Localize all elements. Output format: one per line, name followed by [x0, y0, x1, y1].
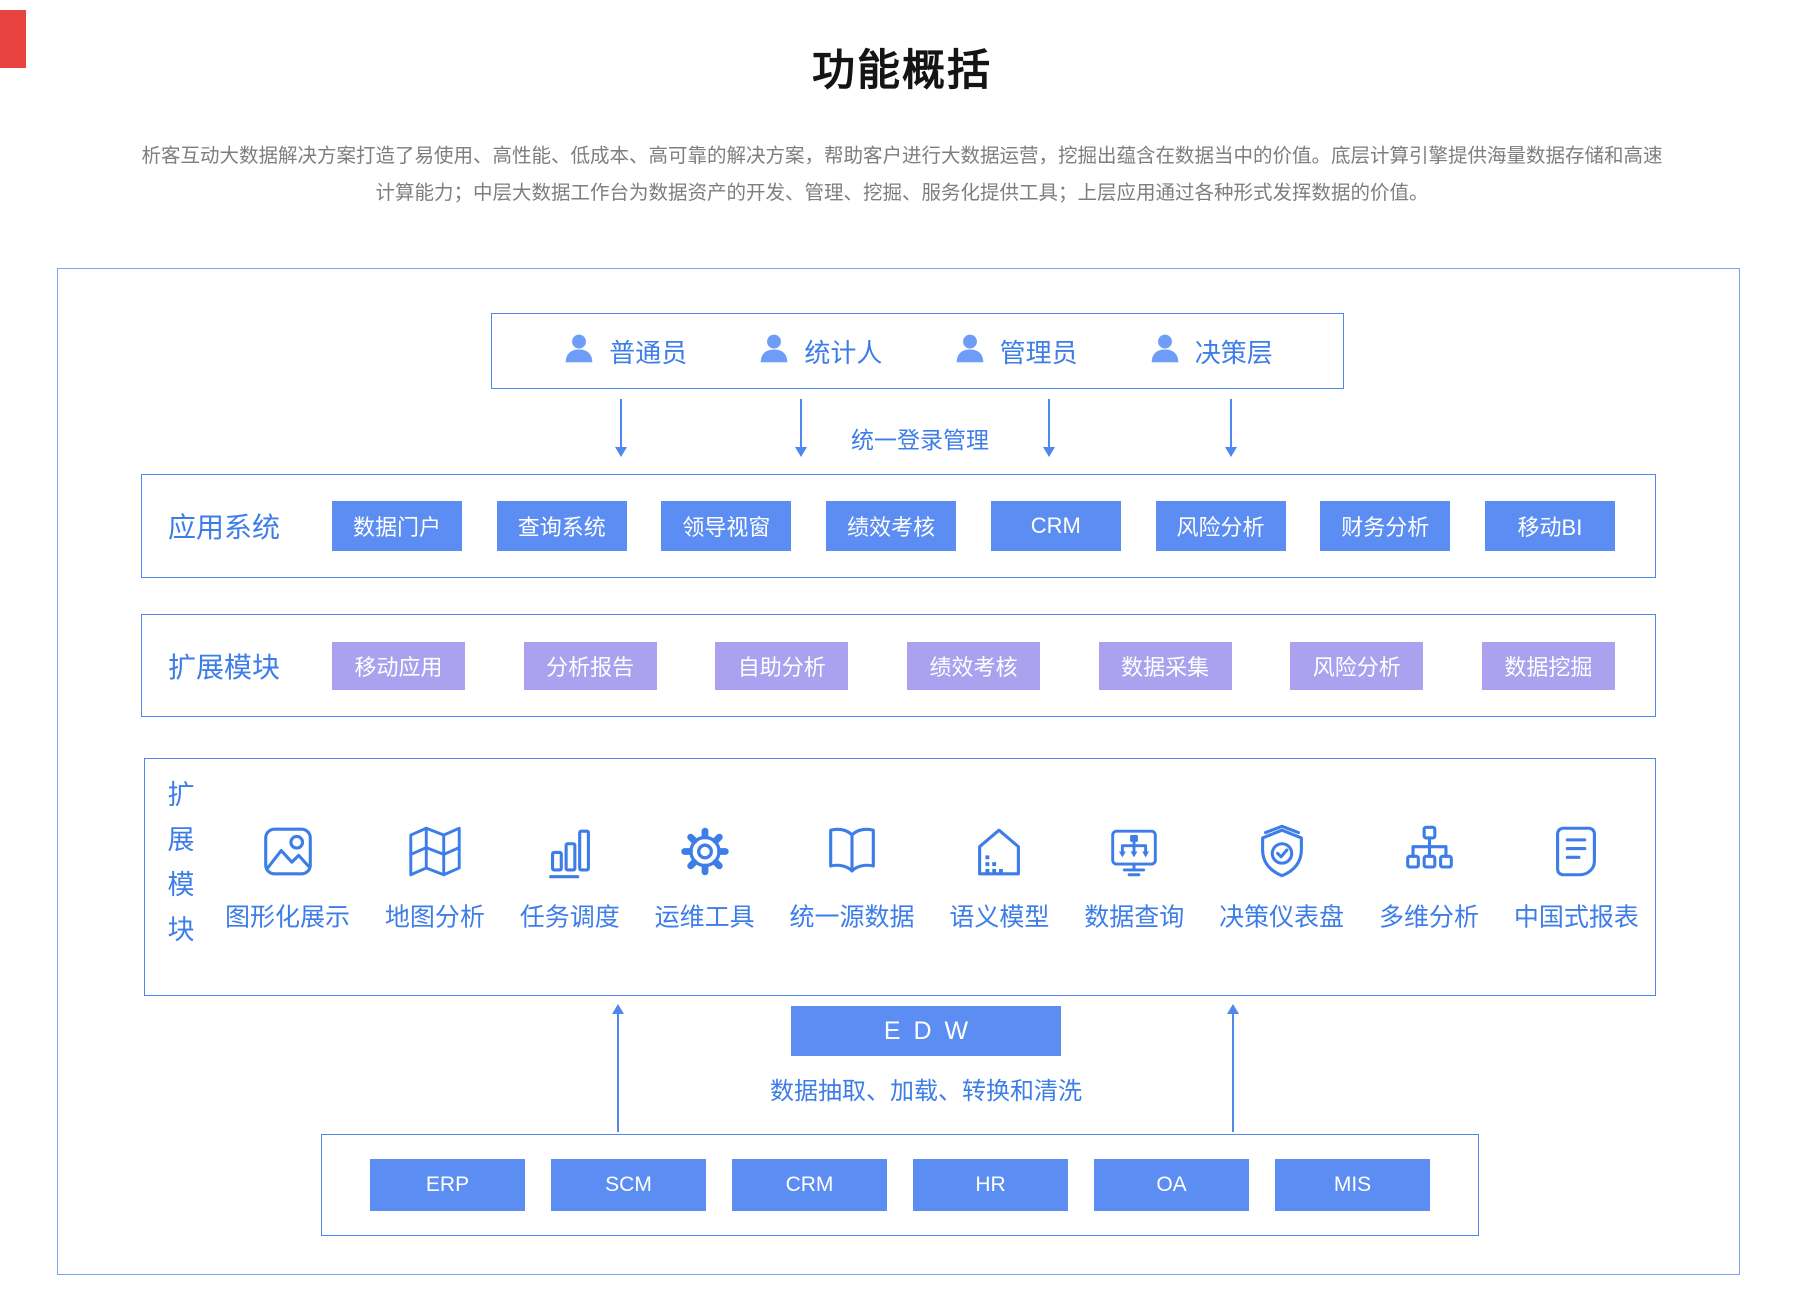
- down-arrow: [1043, 399, 1055, 457]
- chip-risk-analysis: 风险分析: [1290, 641, 1424, 690]
- chip-mis: MIS: [1275, 1159, 1430, 1211]
- image-icon: [257, 821, 319, 883]
- role-label: 管理员: [999, 337, 1078, 368]
- platform-item-data-query: 数据查询: [1084, 821, 1184, 934]
- platform-item-label: 决策仪表盘: [1219, 903, 1345, 932]
- platform-item-label: 任务调度: [519, 903, 620, 932]
- platform-item-graphic-display: 图形化展示: [225, 821, 350, 934]
- role-item-statistician: 统计人: [757, 332, 882, 371]
- platform-item-label: 地图分析: [384, 903, 485, 932]
- chip-risk-analysis: 风险分析: [1155, 501, 1286, 551]
- role-label: 统计人: [804, 337, 883, 368]
- platform-item-label: 中国式报表: [1513, 903, 1639, 932]
- shield-check-icon: [1251, 821, 1313, 883]
- chip-mobile-app: 移动应用: [332, 641, 465, 690]
- role-item-decision: 决策层: [1148, 332, 1273, 371]
- diagram-container: 普通员 统计人 管理员 决策层: [57, 268, 1740, 1275]
- chip-crm: CRM: [990, 501, 1121, 551]
- map-icon: [404, 821, 466, 883]
- user-icon: [1148, 332, 1182, 371]
- intro-line-2: 计算能力；中层大数据工作台为数据资产的开发、管理、挖掘、服务化提供工具；上层应用…: [375, 182, 1429, 204]
- down-arrow: [615, 399, 627, 457]
- left-edge-red-mark: [0, 10, 26, 68]
- chip-query-system: 查询系统: [496, 501, 627, 551]
- chip-data-portal: 数据门户: [332, 501, 462, 551]
- chip-erp: ERP: [370, 1159, 525, 1211]
- chip-performance: 绩效考核: [826, 501, 957, 551]
- platform-item-label: 运维工具: [654, 903, 755, 932]
- platform-item-label: 图形化展示: [225, 903, 351, 932]
- etl-label: 数据抽取、加载、转换和清洗: [770, 1078, 1082, 1105]
- platform-item-ops-tools: 运维工具: [655, 821, 755, 934]
- platform-item-multidim-analysis: 多维分析: [1379, 821, 1479, 934]
- platform-row: 扩展模块 图形化展示: [144, 758, 1656, 996]
- user-icon: [757, 332, 791, 371]
- source-systems-box: ERP SCM CRM HR OA MIS: [321, 1134, 1479, 1236]
- chip-data-collect: 数据采集: [1098, 641, 1232, 690]
- up-arrow: [1227, 1004, 1239, 1132]
- chip-performance: 绩效考核: [906, 641, 1040, 690]
- chip-crm: CRM: [732, 1159, 887, 1211]
- platform-items: 图形化展示 地图分析: [225, 821, 1639, 934]
- intro-paragraph: 析客互动大数据解决方案打造了易使用、高性能、低成本、高可靠的解决方案，帮助客户进…: [0, 138, 1804, 212]
- user-roles-box: 普通员 统计人 管理员 决策层: [491, 313, 1344, 389]
- role-label: 决策层: [1194, 337, 1273, 368]
- platform-row-label: 扩展模块: [167, 780, 195, 945]
- role-label: 普通员: [609, 337, 688, 368]
- down-arrow: [1225, 399, 1237, 457]
- platform-item-label: 多维分析: [1379, 903, 1480, 932]
- role-item-admin: 管理员: [953, 332, 1078, 371]
- user-icon: [562, 332, 596, 371]
- extension-modules-label: 扩展模块: [168, 651, 281, 683]
- role-item-ordinary: 普通员: [562, 332, 687, 371]
- intro-line-1: 析客互动大数据解决方案打造了易使用、高性能、低成本、高可靠的解决方案，帮助客户进…: [141, 145, 1663, 167]
- chip-data-mining: 数据挖掘: [1481, 641, 1615, 690]
- platform-item-task-scheduling: 任务调度: [520, 821, 620, 934]
- chip-leader-view: 领导视窗: [661, 501, 792, 551]
- platform-item-chinese-report: 中国式报表: [1514, 821, 1639, 934]
- chip-scm: SCM: [551, 1159, 706, 1211]
- report-icon: [1545, 821, 1607, 883]
- platform-item-map-analysis: 地图分析: [385, 821, 485, 934]
- extension-modules-row: 扩展模块 移动应用 分析报告 自助分析 绩效考核 数据采集 风险分析 数据挖掘: [141, 614, 1656, 717]
- gear-icon: [674, 821, 736, 883]
- chip-oa: OA: [1094, 1159, 1249, 1211]
- open-book-icon: [821, 821, 883, 883]
- platform-item-label: 数据查询: [1084, 903, 1185, 932]
- extension-chips: 移动应用 分析报告 自助分析 绩效考核 数据采集 风险分析 数据挖掘: [332, 641, 1615, 690]
- edw-box: EDW: [791, 1006, 1061, 1056]
- chip-finance-analysis: 财务分析: [1320, 501, 1451, 551]
- platform-item-unified-source: 统一源数据: [790, 821, 915, 934]
- application-chips: 数据门户 查询系统 领导视窗 绩效考核 CRM 风险分析 财务分析 移动BI: [332, 501, 1615, 551]
- down-arrow: [795, 399, 807, 457]
- page-title: 功能概括: [812, 47, 992, 95]
- unified-login-label: 统一登录管理: [851, 427, 989, 453]
- application-systems-label: 应用系统: [168, 512, 281, 543]
- chip-self-analysis: 自助分析: [715, 641, 849, 690]
- platform-item-label: 语义模型: [949, 903, 1050, 932]
- application-systems-row: 应用系统 数据门户 查询系统 领导视窗 绩效考核 CRM 风险分析 财务分析 移…: [141, 474, 1656, 578]
- bar-chart-icon: [539, 821, 601, 883]
- house-icon: [968, 821, 1030, 883]
- chip-mobile-bi: 移动BI: [1484, 501, 1615, 551]
- chip-analysis-report: 分析报告: [523, 641, 657, 690]
- chip-hr: HR: [913, 1159, 1068, 1211]
- user-icon: [953, 332, 987, 371]
- platform-item-label: 统一源数据: [789, 903, 915, 932]
- hierarchy-icon: [1398, 821, 1460, 883]
- platform-item-decision-dashboard: 决策仪表盘: [1219, 821, 1344, 934]
- up-arrow: [612, 1004, 624, 1132]
- monitor-flow-icon: [1103, 821, 1165, 883]
- platform-item-semantic-model: 语义模型: [949, 821, 1049, 934]
